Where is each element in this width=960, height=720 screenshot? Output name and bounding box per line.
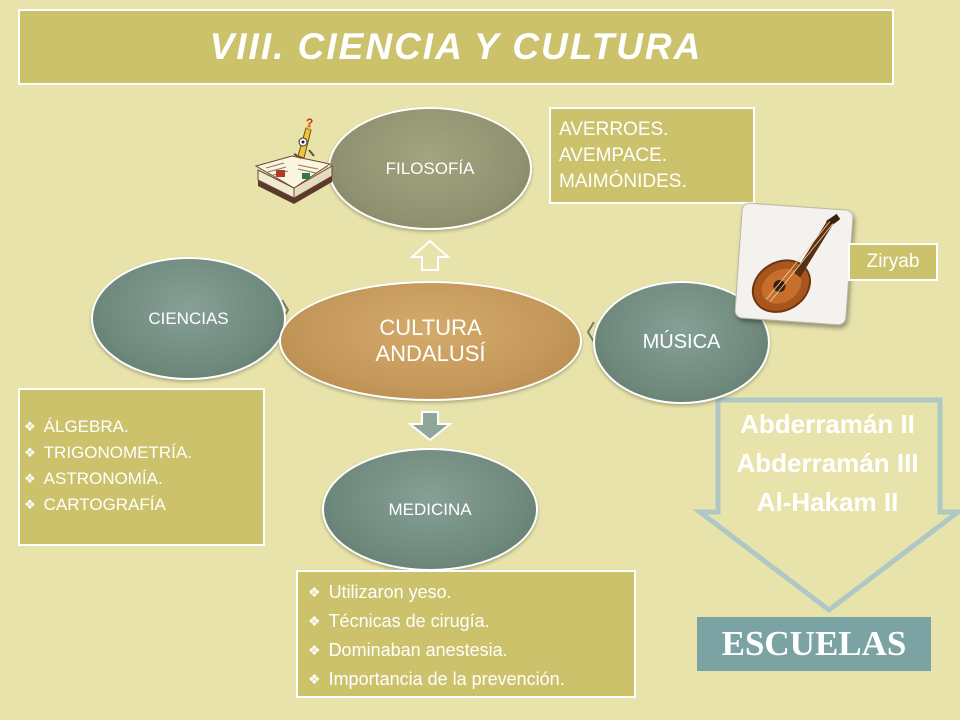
- list-item: ❖Importancia de la prevención.: [308, 665, 634, 694]
- philosopher-item: AVEMPACE.: [559, 145, 668, 166]
- musica-info-box: Ziryab: [848, 243, 938, 281]
- bullet-icon: ❖: [308, 671, 321, 687]
- escuelas-label: ESCUELAS: [697, 617, 931, 671]
- book-pencil-icon: ?: [254, 118, 333, 204]
- arrow-up-icon: [409, 239, 451, 271]
- philosopher-item: AVERROES.: [559, 119, 669, 140]
- list-item: ❖ASTRONOMÍA.: [24, 466, 263, 492]
- ruler-name: Al-Hakam II: [756, 487, 899, 517]
- center-label-line2: ANDALUSÍ: [375, 341, 486, 366]
- center-label-line1: CULTURA: [379, 315, 482, 340]
- bullet-icon: ❖: [24, 471, 36, 486]
- bullet-icon: ❖: [308, 584, 321, 600]
- ciencias-info-box: ❖ÁLGEBRA. ❖TRIGONOMETRÍA. ❖ASTRONOMÍA. ❖…: [18, 388, 265, 546]
- node-cultura-andalusi: CULTURA ANDALUSÍ: [279, 281, 582, 401]
- big-down-arrow-icon: [692, 397, 960, 614]
- rulers-list: Abderramán II Abderramán III Al-Hakam II: [720, 405, 935, 522]
- connector-right-icon: [586, 321, 595, 343]
- medicina-list: ❖Utilizaron yeso. ❖Técnicas de cirugía. …: [308, 578, 634, 694]
- musician-name: Ziryab: [866, 251, 920, 272]
- ciencias-list: ❖ÁLGEBRA. ❖TRIGONOMETRÍA. ❖ASTRONOMÍA. ❖…: [24, 414, 263, 518]
- bullet-icon: ❖: [308, 613, 321, 629]
- list-item: ❖Dominaban anestesia.: [308, 636, 634, 665]
- list-item: ❖CARTOGRAFÍA: [24, 492, 263, 518]
- list-item: ❖ÁLGEBRA.: [24, 414, 263, 440]
- node-filosofia-label: FILOSOFÍA: [385, 158, 475, 178]
- filosofia-info-box: AVERROES. AVEMPACE. MAIMÓNIDES.: [549, 107, 755, 204]
- svg-text:?: ?: [306, 118, 313, 130]
- node-ciencias: CIENCIAS: [91, 257, 286, 380]
- node-filosofia: FILOSOFÍA: [328, 107, 532, 230]
- page-title: VIII. CIENCIA Y CULTURA: [209, 26, 703, 67]
- lute-picture: [734, 202, 854, 326]
- node-medicina: MEDICINA: [322, 448, 538, 571]
- ruler-name: Abderramán III: [736, 448, 919, 478]
- title-box: VIII. CIENCIA Y CULTURA: [18, 9, 894, 85]
- arrow-down-icon: [407, 411, 453, 442]
- node-ciencias-label: CIENCIAS: [148, 308, 229, 328]
- list-item: ❖Utilizaron yeso.: [308, 578, 634, 607]
- list-item: ❖Técnicas de cirugía.: [308, 607, 634, 636]
- node-medicina-label: MEDICINA: [388, 499, 472, 519]
- medicina-info-box: ❖Utilizaron yeso. ❖Técnicas de cirugía. …: [296, 570, 636, 698]
- bullet-icon: ❖: [308, 642, 321, 658]
- list-item: ❖TRIGONOMETRÍA.: [24, 440, 263, 466]
- philosopher-item: MAIMÓNIDES.: [559, 171, 687, 192]
- lute-icon: [751, 213, 841, 313]
- bullet-icon: ❖: [24, 419, 36, 434]
- ruler-name: Abderramán II: [740, 409, 915, 439]
- bullet-icon: ❖: [24, 497, 36, 512]
- bullet-icon: ❖: [24, 445, 36, 460]
- node-musica-label: MÚSICA: [642, 331, 721, 353]
